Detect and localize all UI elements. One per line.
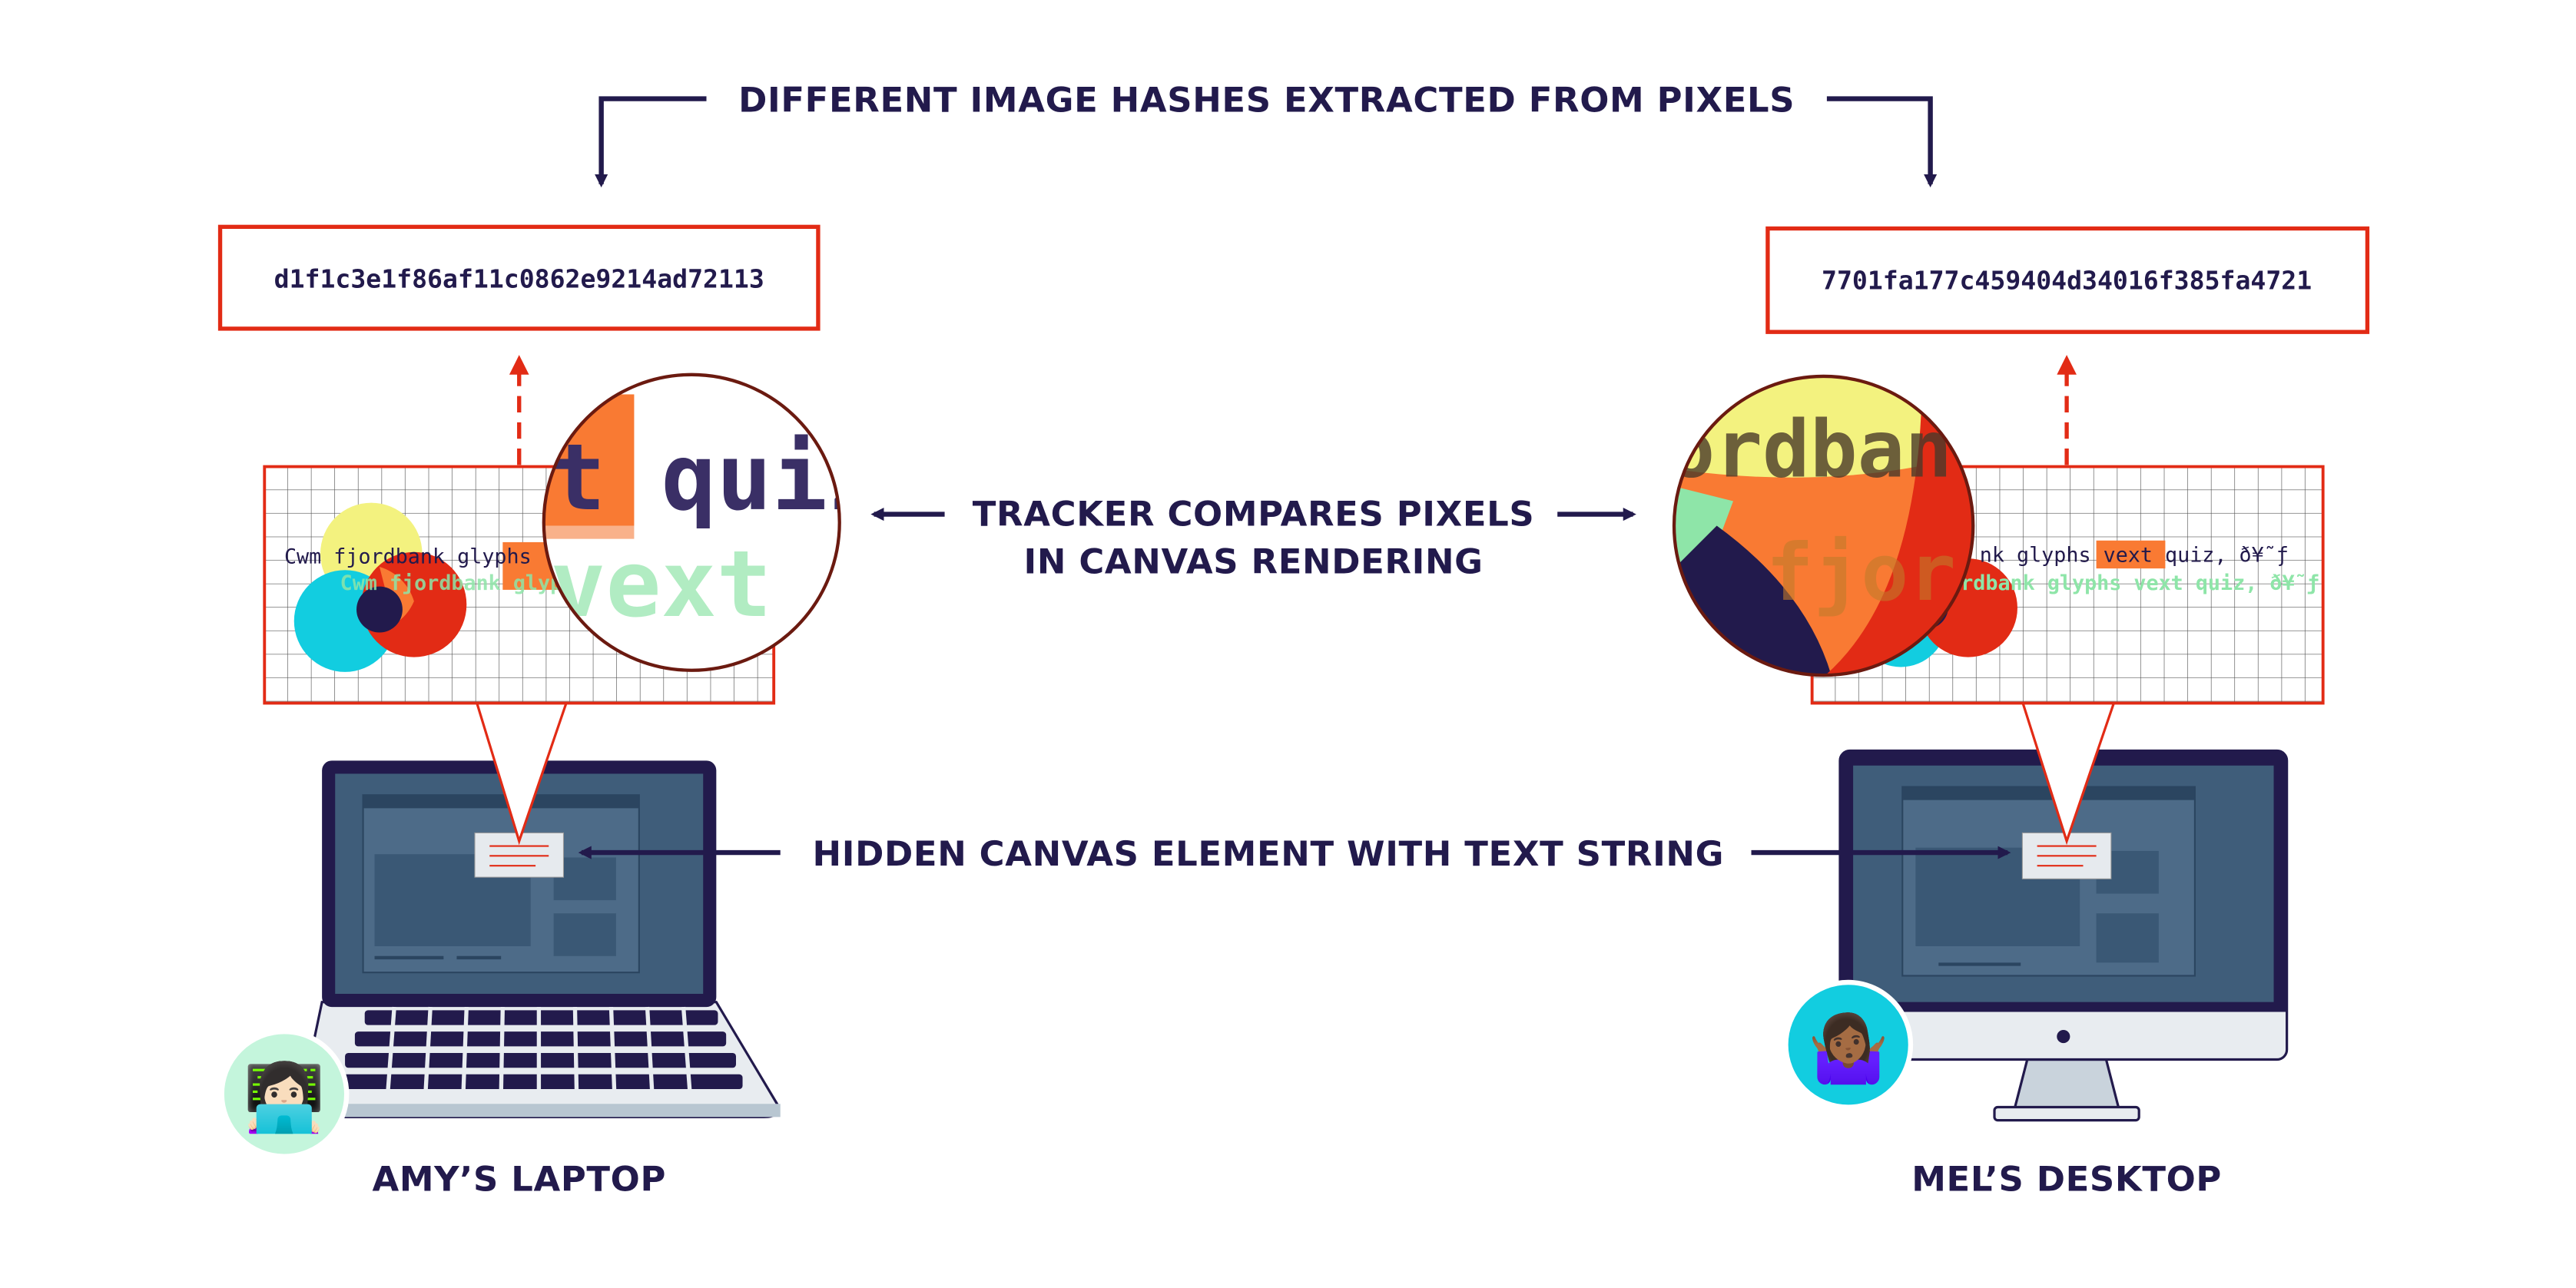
right-hash-text: 7701fa177c459404d34016f385fa4721 [1822, 266, 2312, 296]
right-magnifier-text-top: ordban [1667, 404, 1952, 495]
amys-laptop [299, 760, 781, 1118]
bottom-label: HIDDEN CANVAS ELEMENT WITH TEXT STRING [813, 833, 1725, 874]
left-magnifier: t quiz vext qu [542, 372, 938, 672]
keyboard [338, 1010, 743, 1090]
right-callout-pointer [2021, 700, 2116, 846]
woman-shrugging-icon: 🤷🏾‍♀️ [1807, 1007, 1888, 1085]
left-hash-box: d1f1c3e1f86af11c0862e9214ad72113 [217, 224, 821, 331]
left-magnifier-text-bottom: vext qu [550, 531, 938, 638]
middle-label-line1: TRACKER COMPARES PIXELS [973, 494, 1535, 535]
right-device-label: MEL’S DESKTOP [1911, 1159, 2222, 1200]
right-canvas-text: nk glyphs vext quiz, ð¥˜ƒ [1980, 544, 2289, 568]
arrow-to-right-hash [1826, 96, 1938, 188]
left-canvas-text-shadow: Cwm fjordbank glyphs [340, 571, 588, 595]
mel-avatar: 🤷🏾‍♀️ [1783, 979, 1914, 1110]
top-label: DIFFERENT IMAGE HASHES EXTRACTED FROM PI… [738, 80, 1795, 121]
left-magnifier-text-top: t quiz [550, 425, 883, 531]
left-hash-text: d1f1c3e1f86af11c0862e9214ad72113 [274, 263, 764, 293]
right-canvas-text-shadow: ordbank glyphs vext quiz, ð¥˜ƒ [1948, 571, 2319, 595]
right-magnifier-text-bottom: fjor [1766, 528, 1956, 619]
left-device-label: AMY’S LAPTOP [372, 1159, 666, 1200]
left-canvas-text: Cwm fjordbank glyphs [284, 545, 532, 569]
arrow-to-left-hash [595, 96, 707, 188]
mels-desktop [1838, 749, 2289, 1122]
woman-technologist-icon: 👩🏻‍💻 [244, 1061, 325, 1135]
right-hash-box: 7701fa177c459404d34016f385fa4721 [1765, 226, 2370, 334]
middle-label-line2: IN CANVAS RENDERING [1024, 541, 1484, 582]
right-magnifier: ordban fjor [1667, 374, 1975, 677]
left-callout-pointer [475, 700, 569, 846]
amy-avatar: 👩🏻‍💻 [219, 1028, 350, 1159]
